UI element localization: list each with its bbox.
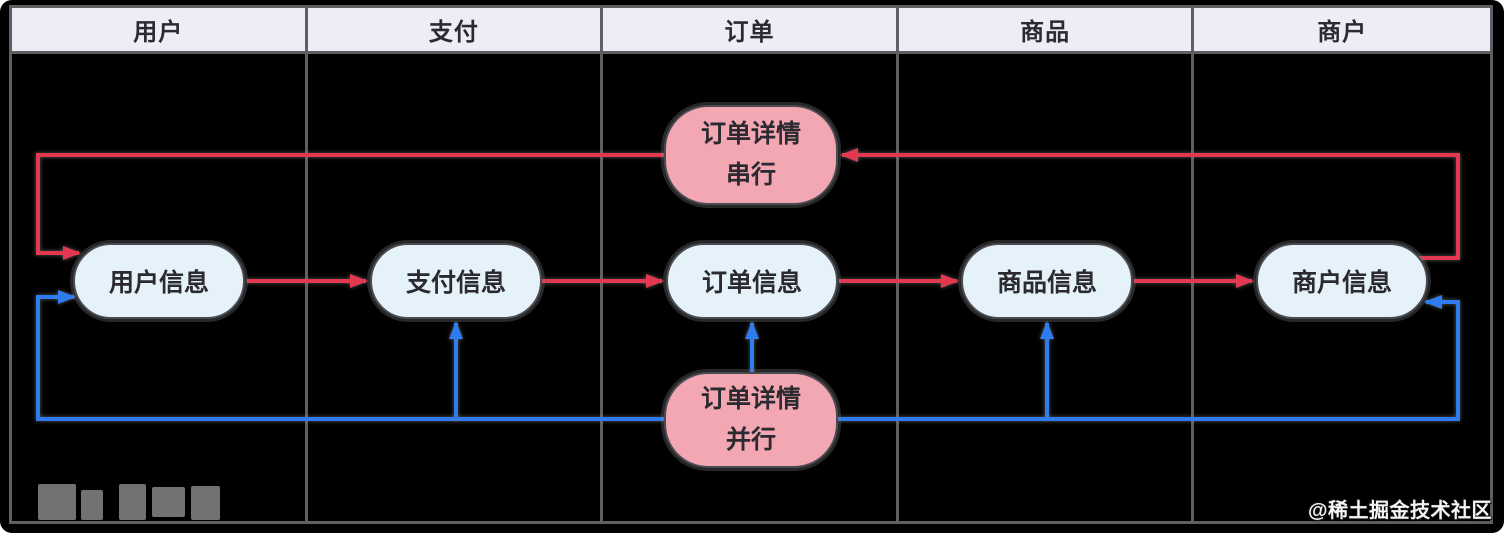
blurred-watermark-block bbox=[119, 484, 146, 520]
edge-serial-detail-to-user bbox=[36, 153, 664, 260]
node-order-detail-serial-line1: 订单详情 bbox=[700, 120, 801, 148]
node-payment-info: 支付信息 bbox=[370, 243, 542, 319]
edge-parallel-detail-to-merchant bbox=[838, 295, 1460, 421]
lane-header-user: 用户 bbox=[12, 8, 305, 54]
node-order-detail-parallel-line2: 并行 bbox=[725, 426, 776, 454]
node-order-detail-serial-line2: 串行 bbox=[725, 161, 776, 189]
lane-product: 商品 bbox=[898, 8, 1195, 521]
node-order-detail-serial: 订单详情 串行 bbox=[664, 105, 838, 205]
lane-user: 用户 bbox=[12, 8, 308, 521]
blurred-watermark-block bbox=[152, 487, 185, 517]
node-product-info: 商品信息 bbox=[961, 243, 1133, 319]
node-order-info: 订单信息 bbox=[666, 243, 838, 319]
node-merchant-info: 商户信息 bbox=[1256, 243, 1428, 319]
blurred-watermark-block bbox=[191, 486, 220, 520]
edge-serial-merchant-to-detail bbox=[840, 148, 1460, 260]
juejin-community-watermark: @稀土掘金技术社区 bbox=[1307, 500, 1492, 522]
lane-header-order: 订单 bbox=[603, 8, 896, 54]
lane-header-product: 商品 bbox=[898, 8, 1192, 54]
lane-header-payment: 支付 bbox=[307, 8, 601, 54]
edge-parallel-detail-to-user bbox=[36, 290, 664, 421]
blurred-watermark bbox=[38, 484, 220, 520]
swimlane-frame: 用户 支付 订单 商品 商户 bbox=[9, 5, 1493, 524]
lane-order: 订单 bbox=[603, 8, 899, 521]
lane-header-merchant: 商户 bbox=[1194, 8, 1490, 54]
lane-merchant: 商户 bbox=[1194, 8, 1490, 521]
lane-payment: 支付 bbox=[307, 8, 604, 521]
node-order-detail-parallel-line1: 订单详情 bbox=[700, 385, 801, 413]
blurred-watermark-block bbox=[81, 490, 103, 520]
blurred-watermark-block bbox=[38, 484, 76, 520]
node-user-info: 用户信息 bbox=[73, 243, 245, 319]
node-order-detail-parallel: 订单详情 并行 bbox=[664, 372, 838, 468]
